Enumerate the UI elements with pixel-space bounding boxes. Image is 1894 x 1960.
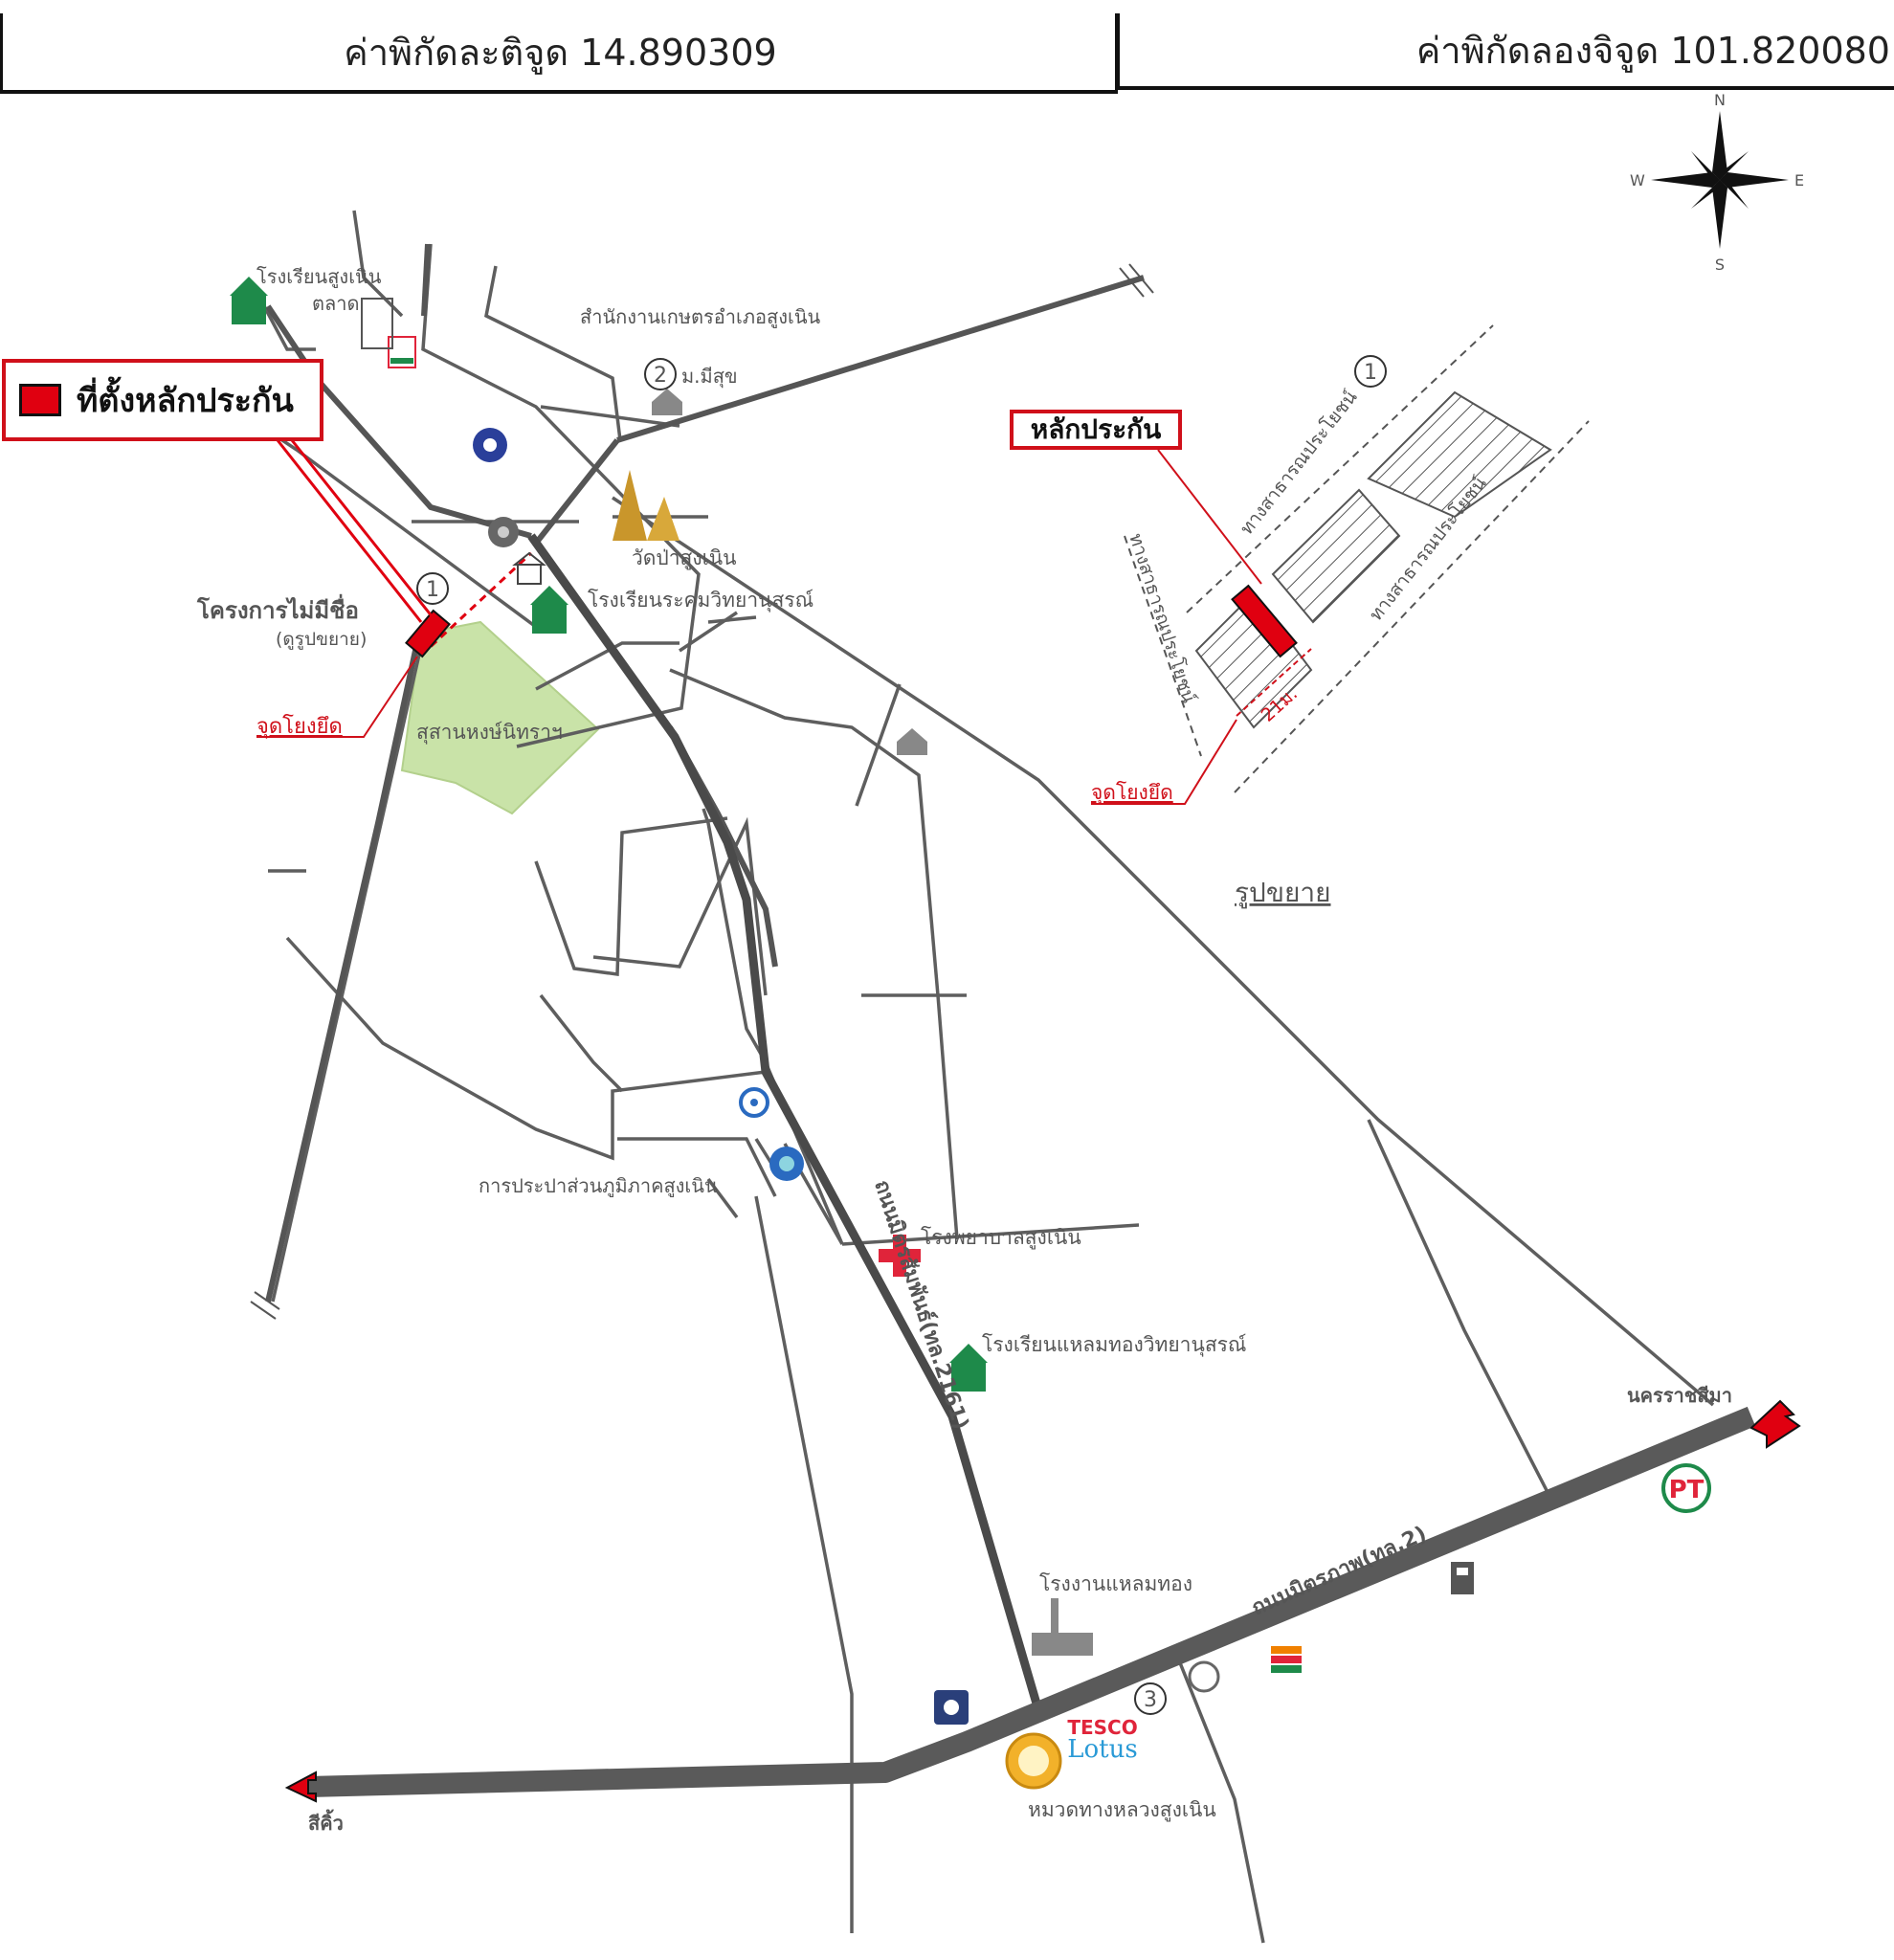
highway-emblem-icon (1005, 1732, 1062, 1790)
compass-rose: N S E W (1630, 91, 1804, 274)
label-village-2: ม.มีสุข (681, 365, 738, 389)
compass-e: E (1794, 171, 1804, 189)
house-icon (512, 551, 546, 585)
village-icon (897, 728, 927, 755)
label-sikhiu: สีคิ้ว (308, 1809, 344, 1835)
school-icon (949, 1344, 988, 1392)
tesco-lotus-logo: TESCO Lotus (1067, 1716, 1137, 1764)
convenience-store-icon (1269, 1635, 1304, 1675)
marker-3: 3 (1134, 1682, 1167, 1715)
cemetery-area (400, 620, 600, 815)
label-hospital: โรงพยาบาลสูงเนิน (921, 1226, 1081, 1250)
collateral-marker (405, 609, 451, 658)
road-break-marks (250, 263, 1154, 1320)
arrow-korat (1749, 1399, 1801, 1449)
pt-station-icon: PT (1661, 1463, 1711, 1513)
inset-title: หลักประกัน (1010, 410, 1182, 450)
longitude-text: ค่าพิกัดลองจิจูด 101.820080 (1415, 29, 1890, 72)
coordinate-header: ค่าพิกัดละติจูด 14.890309 ค่าพิกัดลองจิจ… (0, 0, 1894, 94)
label-waterworks: การประปาส่วนภูมิภาคสูงเนิน (479, 1174, 718, 1198)
lotus-text: Lotus (1067, 1735, 1137, 1764)
label-korat: นครราชสีมา (1627, 1384, 1732, 1407)
map-pin-icon (739, 1087, 769, 1118)
gas-pump-icon (1451, 1562, 1474, 1594)
latitude-cell: ค่าพิกัดละติจูด 14.890309 (0, 13, 1118, 94)
school-icon (230, 277, 268, 324)
label-school-rakhom: โรงเรียนระคมวิทยานุสรณ์ (588, 589, 813, 612)
inset-marker (1354, 355, 1387, 388)
compass-s: S (1715, 256, 1725, 274)
globe-icon (769, 1147, 804, 1181)
temple-icon (613, 470, 680, 541)
factory-icon (1032, 1598, 1093, 1656)
inset-collateral-marker (1231, 584, 1298, 658)
inset-reference-point: จุดโยงยึด (1091, 781, 1173, 805)
svg-text:PT: PT (1669, 1476, 1705, 1504)
marker-3-label: 3 (1144, 1688, 1157, 1712)
latitude-text: ค่าพิกัดละติจูด 14.890309 (344, 31, 777, 74)
label-factory: โรงงานแหลมทอง (1039, 1572, 1192, 1595)
reference-leader (256, 656, 418, 738)
marker-2: 2 (644, 358, 677, 390)
marker-1: 1 (416, 572, 449, 605)
school-icon (530, 586, 568, 634)
label-project: โครงการไม่มีชื่อ (196, 593, 359, 624)
compass-w: W (1630, 171, 1645, 189)
legend-leader (276, 439, 435, 623)
label-agri-office: สำนักงานเกษตรอำเภอสูงเนิน (580, 305, 821, 329)
label-school-laemthong: โรงเรียนแหลมทองวิทยานุสรณ์ (982, 1333, 1246, 1357)
longitude-cell: ค่าพิกัดลองจิจูด 101.820080 (1115, 13, 1894, 90)
road-2161 (527, 533, 1041, 1705)
label-wat: วัดป่าสูงเนิน (632, 546, 737, 570)
label-reference-point: จุดโยงยึด (256, 714, 343, 739)
hospital-icon (879, 1235, 921, 1277)
legend-swatch (19, 384, 61, 416)
village-icon (652, 389, 682, 415)
legend-label: ที่ตั้งหลักประกัน (77, 382, 294, 420)
arrow-sikhiu (284, 1771, 317, 1803)
label-school-sungnoen: โรงเรียนสูงเนิน (256, 265, 382, 289)
inset-marker-label: 1 (1364, 361, 1377, 385)
marker-2-label: 2 (654, 364, 667, 388)
bank-icon (934, 1690, 969, 1725)
label-road-2161: ถนนมิตรสัมพันธ์(ทล.2161) (869, 1177, 973, 1433)
label-highway-office: หมวดทางหลวงสูงเนิน (1028, 1798, 1216, 1822)
map-pin-icon (473, 428, 507, 462)
legend: ที่ตั้งหลักประกัน (2, 359, 323, 441)
wheel-icon (1188, 1660, 1220, 1693)
tesco-text: TESCO (1067, 1716, 1137, 1739)
market-block (361, 298, 393, 349)
label-cemetery: สุสานหงษ์นิทราฯ (416, 721, 563, 745)
inset-road-left: ทางสาธารณประโยชน์ (1125, 530, 1200, 705)
reference-line (419, 551, 533, 657)
inset-leader (1157, 449, 1262, 585)
label-project-note: (ดูรูปขยาย) (276, 629, 367, 650)
label-market: ตลาด (312, 292, 359, 315)
main-roads (265, 243, 1145, 1303)
road-2-highway (307, 1406, 1756, 1797)
marker-1-label: 1 (426, 578, 439, 602)
inset-caption: รูปขยาย (1235, 877, 1331, 909)
compass-n: N (1714, 91, 1726, 109)
gear-icon (488, 517, 519, 547)
